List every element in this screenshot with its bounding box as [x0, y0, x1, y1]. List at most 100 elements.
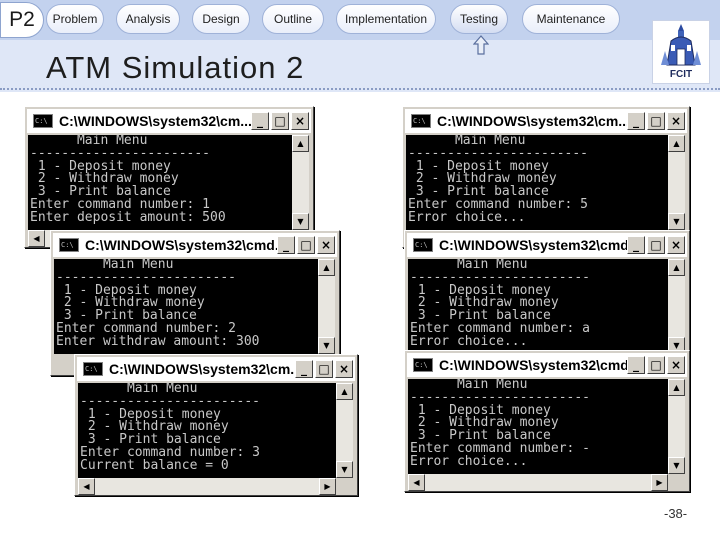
console-line: Enter command number: 5	[408, 196, 589, 212]
tab-analysis[interactable]: Analysis	[116, 4, 180, 34]
window-title: C:\WINDOWS\system32\cmd...	[85, 237, 277, 253]
console-line: 1 - Deposit money	[30, 158, 171, 174]
tab-design[interactable]: Design	[192, 4, 250, 34]
scroll-up-icon[interactable]: ▲	[668, 259, 685, 276]
window-titlebar[interactable]: C:\ C:\WINDOWS\system32\cm... _ □ ×	[27, 109, 311, 133]
console-line: 2 - Withdraw money	[410, 415, 559, 431]
console-line: -----------------------	[408, 145, 589, 161]
console-line: 2 - Withdraw money	[408, 171, 557, 187]
maximize-button[interactable]: □	[297, 236, 315, 254]
window-titlebar[interactable]: C:\ C:\WINDOWS\system32\cmd... _ □ ×	[407, 353, 687, 377]
vertical-scrollbar[interactable]: ▲ ▼	[668, 259, 685, 354]
console-line: Enter command number: 3	[80, 444, 261, 460]
maximize-button[interactable]: □	[271, 112, 289, 130]
console-line: 2 - Withdraw money	[80, 419, 229, 435]
console-line: Enter command number: a	[410, 320, 591, 336]
close-button[interactable]: ×	[667, 112, 685, 130]
console-line: 3 - Print balance	[30, 184, 171, 200]
console-line: 3 - Print balance	[80, 432, 221, 448]
horizontal-scrollbar[interactable]: ◀ ▶	[408, 474, 668, 491]
console-line: -----------------------	[30, 145, 211, 161]
console-line: Main Menu	[30, 135, 148, 148]
console-line: 2 - Withdraw money	[410, 295, 559, 311]
scroll-down-icon[interactable]: ▼	[668, 457, 685, 474]
console-window-error-a[interactable]: C:\ C:\WINDOWS\system32\cmd... _ □ × Mai…	[404, 230, 690, 376]
console-line: Error choice...	[410, 333, 528, 349]
scroll-right-icon[interactable]: ▶	[319, 478, 336, 495]
console-line: Main Menu	[410, 379, 528, 392]
maximize-button[interactable]: □	[647, 236, 665, 254]
console-window-withdraw[interactable]: C:\ C:\WINDOWS\system32\cmd... _ □ × Mai…	[50, 230, 340, 376]
minimize-button[interactable]: _	[277, 236, 295, 254]
console-window-deposit[interactable]: C:\ C:\WINDOWS\system32\cm... _ □ × Main…	[24, 106, 314, 248]
close-button[interactable]: ×	[667, 356, 685, 374]
console-output: Main Menu----------------------- 1 - Dep…	[408, 259, 668, 354]
scroll-down-icon[interactable]: ▼	[336, 461, 353, 478]
console-line: Enter command number: 1	[30, 196, 211, 212]
console-output: Main Menu----------------------- 1 - Dep…	[78, 383, 336, 478]
scroll-left-icon[interactable]: ◀	[78, 478, 95, 495]
close-button[interactable]: ×	[667, 236, 685, 254]
tab-problem[interactable]: Problem	[46, 4, 104, 34]
tab-implementation[interactable]: Implementation	[336, 4, 436, 34]
minimize-button[interactable]: _	[627, 236, 645, 254]
maximize-button[interactable]: □	[647, 112, 665, 130]
minimize-button[interactable]: _	[251, 112, 269, 130]
scroll-left-icon[interactable]: ◀	[408, 474, 425, 491]
vertical-scrollbar[interactable]: ▲ ▼	[292, 135, 309, 230]
console-window-error-5[interactable]: C:\ C:\WINDOWS\system32\cm... _ □ × Main…	[402, 106, 690, 248]
vertical-scrollbar[interactable]: ▲ ▼	[336, 383, 353, 478]
horizontal-scrollbar[interactable]: ◀ ▶	[78, 478, 336, 495]
scroll-up-icon[interactable]: ▲	[336, 383, 353, 400]
scroll-down-icon[interactable]: ▼	[292, 213, 309, 230]
scroll-down-icon[interactable]: ▼	[318, 337, 335, 354]
window-title: C:\WINDOWS\system32\cmd...	[439, 357, 627, 373]
tab-maintenance[interactable]: Maintenance	[522, 4, 620, 34]
console-line: 2 - Withdraw money	[56, 295, 205, 311]
slide-header: P2 Problem Analysis Design Outline Imple…	[0, 0, 720, 92]
scroll-up-icon[interactable]: ▲	[668, 135, 685, 152]
fcit-logo: FCIT	[652, 20, 710, 84]
window-titlebar[interactable]: C:\ C:\WINDOWS\system32\cm... _ □ ×	[77, 357, 355, 381]
vertical-scrollbar[interactable]: ▲ ▼	[668, 135, 685, 230]
scroll-right-icon[interactable]: ▶	[651, 474, 668, 491]
scroll-down-icon[interactable]: ▼	[668, 213, 685, 230]
console-line: 1 - Deposit money	[56, 282, 197, 298]
tab-testing[interactable]: Testing	[450, 4, 508, 34]
vertical-scrollbar[interactable]: ▲ ▼	[318, 259, 335, 354]
minimize-button[interactable]: _	[627, 112, 645, 130]
section-badge: P2	[0, 2, 44, 38]
maximize-button[interactable]: □	[647, 356, 665, 374]
window-title: C:\WINDOWS\system32\cm...	[59, 113, 251, 129]
console-window-error-minus[interactable]: C:\ C:\WINDOWS\system32\cmd... _ □ × Mai…	[404, 350, 690, 492]
console-line: Error choice...	[410, 453, 528, 469]
maximize-button[interactable]: □	[315, 360, 333, 378]
console-line: 3 - Print balance	[408, 184, 549, 200]
header-divider	[0, 88, 720, 90]
console-line: -----------------------	[410, 269, 591, 285]
close-button[interactable]: ×	[291, 112, 309, 130]
cmd-icon: C:\	[411, 114, 431, 128]
scroll-up-icon[interactable]: ▲	[292, 135, 309, 152]
console-line: Main Menu	[408, 135, 526, 148]
vertical-scrollbar[interactable]: ▲ ▼	[668, 379, 685, 474]
window-titlebar[interactable]: C:\ C:\WINDOWS\system32\cm... _ □ ×	[405, 109, 687, 133]
arrow-up-icon	[473, 35, 489, 55]
scroll-left-icon[interactable]: ◀	[28, 230, 45, 247]
scroll-up-icon[interactable]: ▲	[668, 379, 685, 396]
console-output: Main Menu----------------------- 1 - Dep…	[408, 379, 668, 474]
close-button[interactable]: ×	[335, 360, 353, 378]
scroll-up-icon[interactable]: ▲	[318, 259, 335, 276]
console-line: 2 - Withdraw money	[30, 171, 179, 187]
console-line: -----------------------	[56, 269, 237, 285]
tab-outline[interactable]: Outline	[262, 4, 324, 34]
minimize-button[interactable]: _	[295, 360, 313, 378]
console-line: -----------------------	[80, 393, 261, 409]
minimize-button[interactable]: _	[627, 356, 645, 374]
cmd-icon: C:\	[33, 114, 53, 128]
window-titlebar[interactable]: C:\ C:\WINDOWS\system32\cmd... _ □ ×	[53, 233, 337, 257]
console-window-balance[interactable]: C:\ C:\WINDOWS\system32\cm... _ □ × Main…	[74, 354, 358, 496]
console-line: Main Menu	[80, 383, 198, 396]
window-titlebar[interactable]: C:\ C:\WINDOWS\system32\cmd... _ □ ×	[407, 233, 687, 257]
close-button[interactable]: ×	[317, 236, 335, 254]
